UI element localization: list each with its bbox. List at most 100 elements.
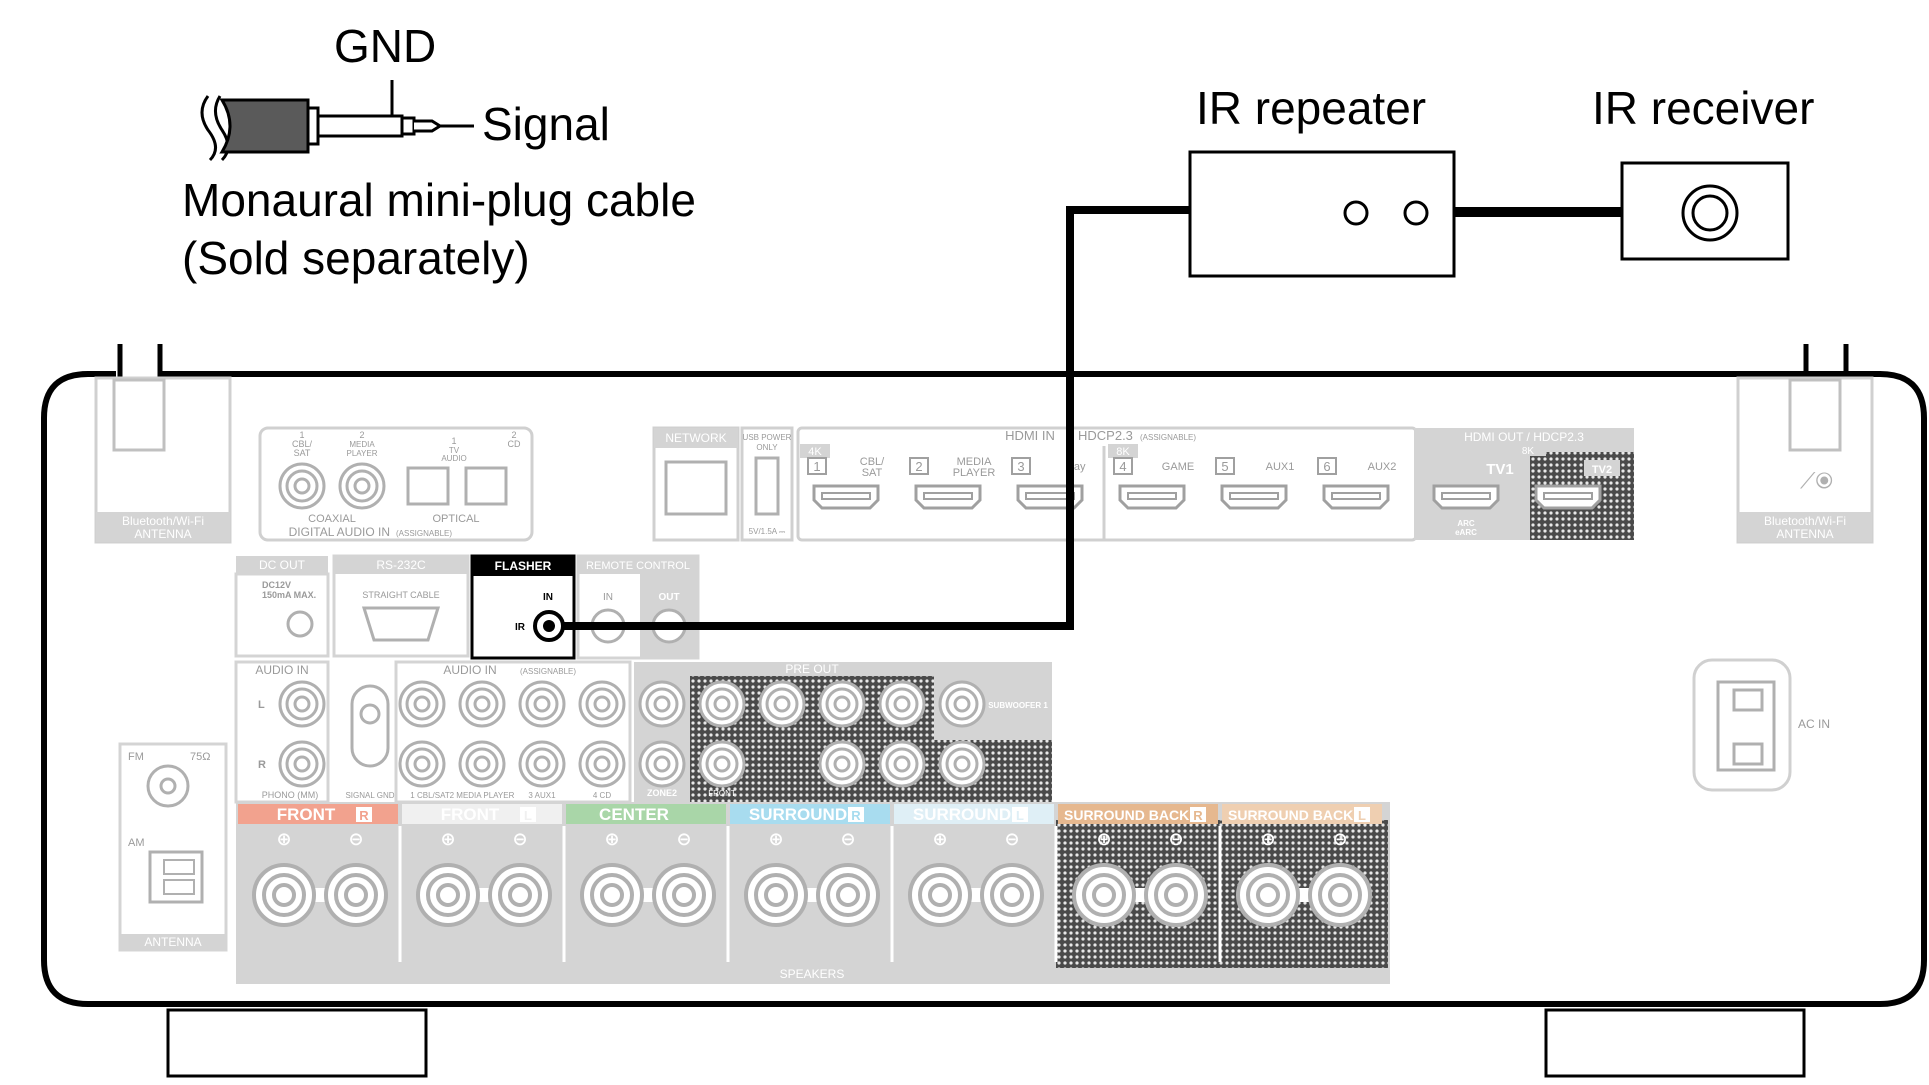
svg-text:DC OUT: DC OUT	[259, 558, 306, 572]
svg-text:HDMI OUT / HDCP2.3: HDMI OUT / HDCP2.3	[1464, 430, 1584, 444]
hdmi-in-name: PLAYER	[953, 467, 996, 479]
svg-text:TV1: TV1	[1486, 461, 1514, 478]
speaker-terminal-plus	[1236, 863, 1300, 927]
svg-text:AUDIO IN: AUDIO IN	[443, 663, 496, 677]
speaker-group-label: SURROUND	[749, 805, 847, 824]
hdmi-in-number-box	[1215, 457, 1235, 475]
speaker-terminal-plus	[744, 863, 808, 927]
mini-plug-illustration	[200, 80, 474, 162]
speaker-group-label: FRONT	[441, 805, 500, 824]
digital-audio-in-section: 1 CBL/ SAT 2 MEDIA PLAYER 1 TV AUDIO 2 C…	[258, 426, 534, 542]
cable-name-label: Monaural mini-plug cable	[182, 174, 696, 226]
speaker-side-label: L	[1016, 808, 1024, 823]
minus-icon: ⊖	[512, 829, 527, 849]
ir-receiver-label: IR receiver	[1592, 82, 1814, 134]
svg-text:1: 1	[451, 436, 456, 446]
bluetooth-antenna-icon: ⟋⦿	[1800, 468, 1833, 493]
svg-text:TV: TV	[449, 446, 460, 455]
hdmi-in-number-box	[909, 457, 929, 475]
hdmi-in-name: CBL/	[860, 456, 885, 468]
ir-repeater-jack-icon	[1403, 200, 1429, 226]
ir-receiver-box	[1620, 161, 1790, 261]
svg-text:DIGITAL AUDIO IN: DIGITAL AUDIO IN	[289, 525, 390, 539]
speaker-group-label: SURROUND	[913, 805, 1011, 824]
svg-text:(ASSIGNABLE): (ASSIGNABLE)	[396, 529, 452, 538]
minus-icon: ⊖	[348, 829, 363, 849]
svg-text:(ASSIGNABLE): (ASSIGNABLE)	[520, 667, 576, 676]
svg-text:FRONT: FRONT	[708, 789, 736, 798]
hdmi-in-name: AUX1	[1266, 461, 1295, 473]
svg-text:ZONE2: ZONE2	[647, 788, 677, 798]
audio-in-phono-section: AUDIO IN L R PHONO (MM) SIGNAL GND	[234, 660, 395, 804]
plus-icon: ⊕	[1260, 829, 1275, 849]
speaker-side-badge	[1354, 807, 1370, 822]
svg-text:3 AUX1: 3 AUX1	[528, 791, 556, 800]
svg-text:HDCP2.3: HDCP2.3	[1078, 428, 1133, 443]
svg-text:2: 2	[359, 430, 364, 440]
hdmi-in-name: GAME	[1162, 461, 1194, 473]
svg-text:REMOTE CONTROL: REMOTE CONTROL	[586, 560, 690, 572]
svg-text:OPTICAL: OPTICAL	[432, 513, 479, 525]
hdmi-in-number: 5	[1221, 459, 1228, 474]
hdmi-in-name: AUX2	[1368, 461, 1397, 473]
svg-text:SUBWOOFER 1: SUBWOOFER 1	[988, 701, 1048, 710]
svg-text:2 MEDIA PLAYER: 2 MEDIA PLAYER	[450, 791, 515, 800]
svg-text:CD: CD	[508, 439, 521, 449]
hdmi-in-port	[914, 484, 982, 510]
right-antenna-terminal: ⟋⦿ Bluetooth/Wi-Fi ANTENNA	[1736, 376, 1874, 544]
svg-text:75Ω: 75Ω	[190, 751, 210, 763]
speaker-side-badge	[1190, 807, 1206, 822]
svg-text:IN: IN	[603, 592, 613, 603]
svg-text:PRE OUT: PRE OUT	[785, 662, 839, 676]
svg-text:NETWORK: NETWORK	[665, 431, 726, 445]
svg-text:PLAYER: PLAYER	[347, 449, 378, 458]
svg-text:FLASHER: FLASHER	[495, 559, 552, 573]
speaker-terminal-minus	[488, 863, 552, 927]
speaker-side-label: R	[359, 808, 369, 823]
minus-icon: ⊖	[1168, 829, 1183, 849]
svg-text:OUT: OUT	[658, 592, 679, 603]
speaker-terminal-plus	[252, 863, 316, 927]
svg-text:ANTENNA: ANTENNA	[134, 527, 191, 541]
hdmi-in-number: 1	[813, 459, 820, 474]
hdmi-in-number: 3	[1017, 459, 1024, 474]
hdmi-in-port	[1322, 484, 1390, 510]
svg-text:150mA MAX.: 150mA MAX.	[262, 590, 316, 600]
minus-icon: ⊖	[1004, 829, 1019, 849]
svg-text:TV2: TV2	[1592, 464, 1612, 476]
svg-text:ARC: ARC	[1457, 519, 1475, 528]
optical-port-1	[406, 466, 450, 506]
hdmi-in-name: SAT	[862, 467, 883, 479]
ir-receiver-sensor-icon	[1681, 184, 1739, 242]
svg-text:PHONO (MM): PHONO (MM)	[262, 790, 319, 800]
svg-text:8K: 8K	[1522, 446, 1535, 457]
plus-icon: ⊕	[768, 829, 783, 849]
hdmi-in-port	[1118, 484, 1186, 510]
svg-text:4K: 4K	[808, 446, 822, 458]
speaker-terminal-plus	[580, 863, 644, 927]
hdmi-in-number: 2	[915, 459, 922, 474]
speaker-group-label: SURROUND BACK	[1228, 807, 1353, 823]
minus-icon: ⊖	[840, 829, 855, 849]
svg-text:8K: 8K	[1116, 446, 1130, 458]
speaker-terminal-minus	[1144, 863, 1208, 927]
svg-text:USB POWER: USB POWER	[743, 433, 792, 442]
speaker-side-label: L	[1358, 808, 1366, 823]
ir-repeater-jack-icon	[1343, 200, 1369, 226]
svg-text:4 CD: 4 CD	[593, 791, 611, 800]
svg-text:ONLY: ONLY	[756, 443, 778, 452]
svg-text:SPEAKERS: SPEAKERS	[780, 967, 845, 981]
svg-text:STRAIGHT CABLE: STRAIGHT CABLE	[362, 590, 439, 600]
cable-sold-separately-label: (Sold separately)	[182, 232, 530, 284]
svg-text:SAT: SAT	[294, 448, 311, 458]
speaker-side-label: R	[851, 808, 861, 823]
hdmi-out-section: HDMI OUT / HDCP2.3 8K TV1 TV2 ARC eARC	[1414, 428, 1634, 540]
rs232c-port: RS-232C STRAIGHT CABLE	[332, 554, 470, 658]
svg-text:(ASSIGNABLE): (ASSIGNABLE)	[1140, 433, 1196, 442]
dc-out-jack: DC OUT DC12V 150mA MAX.	[234, 556, 330, 658]
svg-text:COAXIAL: COAXIAL	[308, 513, 356, 525]
svg-text:ANTENNA: ANTENNA	[1776, 527, 1833, 541]
speaker-terminal-plus	[416, 863, 480, 927]
